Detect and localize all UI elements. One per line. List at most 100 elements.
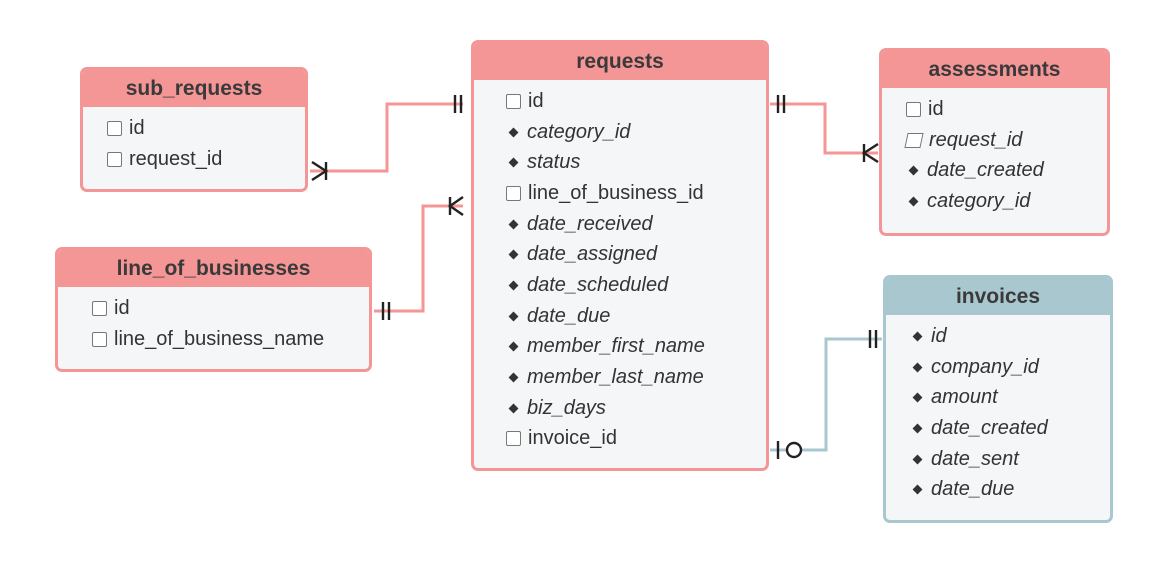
foreign-key-icon	[904, 132, 924, 148]
field-row[interactable]: category_id	[506, 117, 766, 148]
field-label: id	[528, 89, 544, 112]
field-row[interactable]: line_of_business_id	[506, 178, 766, 209]
diamond-icon	[910, 391, 924, 405]
field-row[interactable]: date_scheduled	[506, 270, 766, 301]
diamond-icon	[910, 452, 924, 466]
field-row[interactable]: date_due	[910, 474, 1110, 505]
field-label: id	[129, 116, 145, 139]
diamond-icon	[506, 340, 520, 354]
field-row[interactable]: id	[107, 113, 305, 144]
field-row[interactable]: member_first_name	[506, 332, 766, 363]
field-row[interactable]: id	[906, 94, 1107, 125]
table-title: sub_requests	[83, 70, 305, 107]
field-label: id	[928, 97, 944, 120]
field-row[interactable]: date_received	[506, 209, 766, 240]
relationship-line-invoices	[770, 337, 882, 452]
key-icon	[506, 431, 521, 447]
field-label: biz_days	[527, 396, 606, 419]
field-label: request_id	[929, 128, 1023, 151]
relationship-line-sub-requests	[310, 102, 463, 173]
field-row[interactable]: category_id	[906, 186, 1107, 217]
diamond-icon	[506, 278, 520, 292]
field-label: member_last_name	[527, 366, 704, 389]
key-icon	[506, 93, 521, 109]
field-label: member_first_name	[527, 335, 705, 358]
one-and-only-one-marker	[868, 330, 878, 348]
field-row[interactable]: date_assigned	[506, 239, 766, 270]
field-label: date_scheduled	[527, 273, 669, 296]
field-label: date_created	[931, 416, 1048, 439]
diamond-icon	[906, 194, 920, 208]
table-title: line_of_businesses	[58, 250, 369, 287]
field-label: invoice_id	[528, 427, 617, 450]
field-label: id	[114, 296, 130, 319]
field-label: amount	[931, 386, 998, 409]
field-row[interactable]: id	[910, 321, 1110, 352]
diamond-icon	[506, 401, 520, 415]
table-title: assessments	[882, 51, 1107, 88]
field-row[interactable]: company_id	[910, 352, 1110, 383]
table-line-of-businesses[interactable]: line_of_businesses id line_of_business_na…	[55, 247, 372, 372]
field-row[interactable]: amount	[910, 382, 1110, 413]
field-row[interactable]: biz_days	[506, 393, 766, 424]
one-and-only-one-marker	[381, 302, 391, 320]
field-row[interactable]: invoice_id	[506, 424, 766, 455]
diamond-icon	[910, 483, 924, 497]
field-label: date_assigned	[527, 243, 658, 266]
field-label: id	[931, 324, 947, 347]
diamond-icon	[506, 371, 520, 385]
relationship-line-assessments	[770, 102, 878, 155]
key-icon	[506, 185, 521, 201]
zero-or-one-marker	[776, 441, 803, 459]
field-label: category_id	[927, 189, 1031, 212]
field-label: status	[527, 151, 581, 174]
field-row[interactable]: id	[506, 86, 766, 117]
key-icon	[107, 120, 122, 136]
field-row[interactable]: line_of_business_name	[92, 324, 369, 355]
key-icon	[107, 151, 122, 167]
field-label: category_id	[527, 120, 631, 143]
diamond-icon	[506, 156, 520, 170]
key-icon	[92, 300, 107, 316]
key-icon	[906, 101, 921, 117]
field-label: date_created	[927, 159, 1044, 182]
table-title: invoices	[886, 278, 1110, 315]
table-title: requests	[474, 43, 766, 80]
field-row[interactable]: date_created	[906, 155, 1107, 186]
diamond-icon	[506, 248, 520, 262]
diamond-icon	[906, 164, 920, 178]
one-or-many-marker	[311, 160, 329, 182]
diamond-icon	[506, 309, 520, 323]
one-or-many-marker	[861, 142, 879, 164]
field-label: date_received	[527, 212, 653, 235]
field-row[interactable]: date_due	[506, 301, 766, 332]
field-label: line_of_business_id	[528, 181, 704, 204]
field-row[interactable]: request_id	[107, 144, 305, 175]
field-row[interactable]: status	[506, 147, 766, 178]
field-row[interactable]: id	[92, 293, 369, 324]
field-label: line_of_business_name	[114, 327, 325, 350]
key-icon	[92, 331, 107, 347]
diamond-icon	[910, 421, 924, 435]
field-row[interactable]: date_created	[910, 413, 1110, 444]
field-label: date_sent	[931, 447, 1019, 470]
one-and-only-one-marker	[776, 95, 786, 113]
diamond-icon	[910, 329, 924, 343]
diamond-icon	[910, 360, 924, 374]
field-label: company_id	[931, 355, 1039, 378]
one-or-many-marker	[447, 196, 464, 216]
table-sub-requests[interactable]: sub_requests id request_id	[80, 67, 308, 192]
field-row[interactable]: request_id	[904, 125, 1107, 156]
field-row[interactable]: date_sent	[910, 444, 1110, 475]
one-and-only-one-marker	[453, 95, 463, 113]
field-label: date_due	[931, 478, 1015, 501]
field-label: date_due	[527, 304, 611, 327]
diamond-icon	[506, 217, 520, 231]
diamond-icon	[506, 125, 520, 139]
field-label: request_id	[129, 147, 223, 170]
field-row[interactable]: member_last_name	[506, 362, 766, 393]
